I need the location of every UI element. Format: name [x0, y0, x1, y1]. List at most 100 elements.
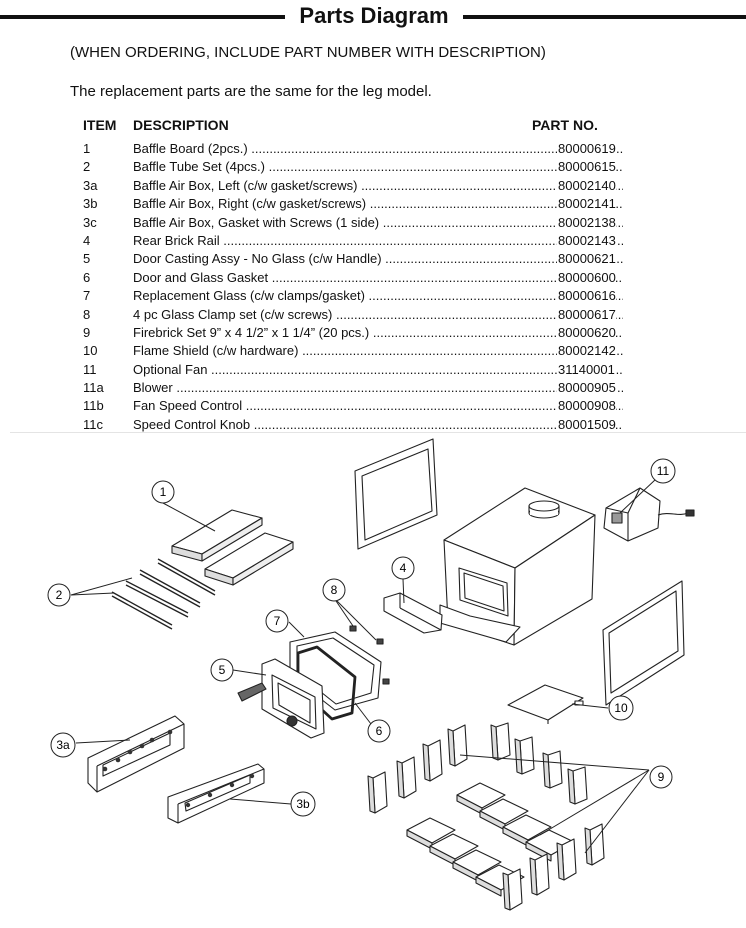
item-description: Baffle Air Box, Right (c/w gasket/screws… [133, 195, 623, 213]
part-number: 80002141 [557, 195, 616, 214]
part-number: 31140001 [557, 360, 615, 379]
part-number: 80002140 [557, 176, 616, 195]
item-number: 3a [83, 177, 98, 193]
callout-3a: 3a [50, 732, 76, 758]
svg-text:5: 5 [219, 663, 226, 677]
firebrick [556, 838, 577, 881]
firebrick-set [367, 722, 605, 911]
item-description: Baffle Tube Set (4pcs.) [133, 158, 623, 176]
item-description: Baffle Air Box, Gasket with Screws (1 si… [133, 214, 623, 232]
callout-11: 11 [650, 458, 676, 484]
part-number: 80000905 [557, 379, 616, 398]
part-number: 80000615 [557, 158, 616, 177]
callout-3b: 3b [290, 791, 316, 817]
item-description: Baffle Air Box, Left (c/w gasket/screws) [133, 177, 623, 195]
section-divider [10, 432, 746, 433]
firebrick [490, 722, 511, 761]
callout-5: 5 [210, 658, 234, 682]
firebrick [529, 853, 550, 896]
leader-lines [70, 478, 657, 854]
svg-text:4: 4 [400, 561, 407, 575]
table-row: 84 pc Glass Clamp set (c/w screws)800006… [83, 305, 643, 324]
leg-model-note: The replacement parts are the same for t… [70, 83, 432, 100]
svg-text:8: 8 [331, 583, 338, 597]
item-description: Rear Brick Rail [133, 232, 623, 250]
firebrick [502, 814, 552, 847]
item-description: Baffle Board (2pcs.) [133, 140, 623, 158]
door-casting [237, 658, 325, 739]
optional-fan [603, 487, 695, 542]
firebrick [584, 823, 605, 866]
firebrick [567, 766, 588, 805]
callout-9: 9 [649, 765, 673, 789]
callout-7: 7 [265, 609, 289, 633]
firebrick [447, 724, 468, 767]
item-number: 11a [83, 380, 104, 396]
top-panel [354, 438, 438, 550]
svg-text:6: 6 [376, 724, 383, 738]
baffle-boards [171, 509, 294, 586]
header-description: DESCRIPTION [133, 117, 229, 133]
part-number: 80000621 [557, 250, 616, 269]
firebrick [422, 739, 443, 782]
table-row: 11a Blower80000905 [83, 379, 643, 398]
item-number: 11c [83, 416, 103, 432]
title-rule-left [0, 15, 285, 19]
firebrick [396, 756, 417, 799]
item-number: 7 [83, 288, 91, 304]
item-description: Replacement Glass (c/w clamps/gasket) [133, 287, 623, 305]
callout-6: 6 [367, 719, 391, 743]
svg-text:10: 10 [614, 701, 628, 715]
item-number: 11b [83, 398, 104, 414]
svg-text:1: 1 [160, 485, 167, 499]
svg-text:9: 9 [658, 770, 665, 784]
table-row: 7 Replacement Glass (c/w clamps/gasket)80… [83, 287, 643, 306]
firebrick [514, 736, 535, 775]
side-panel [602, 580, 685, 706]
ordering-note: (WHEN ORDERING, INCLUDE PART NUMBER WITH… [70, 44, 546, 61]
firebrick [542, 750, 563, 789]
item-number: 11 [83, 361, 97, 377]
item-description: Flame Shield (c/w hardware) [133, 342, 623, 360]
svg-text:3b: 3b [296, 797, 310, 811]
part-number: 80000616 [557, 287, 616, 306]
exploded-parts-diagram: 1 2 3a 3b 4 5 6 7 8 9 10 11 [47, 438, 695, 911]
svg-text:7: 7 [274, 614, 281, 628]
item-description: Blower [133, 379, 623, 397]
firebrick [452, 849, 502, 882]
svg-text:3a: 3a [56, 738, 70, 752]
firebrick [502, 868, 523, 911]
baffle-air-box-right [167, 763, 265, 824]
callout-8: 8 [322, 578, 346, 602]
svg-text:11: 11 [657, 464, 670, 478]
item-number: 4 [83, 232, 91, 248]
firebrick [367, 771, 388, 814]
callout-1: 1 [151, 480, 175, 504]
header-item: ITEM [83, 117, 117, 133]
callout-10: 10 [608, 695, 634, 721]
callout-4: 4 [391, 556, 415, 580]
part-number: 80000617 [557, 305, 616, 324]
table-row: 3a Baffle Air Box, Left (c/w gasket/screw… [83, 176, 643, 195]
table-row: 4 Rear Brick Rail80002143 [83, 231, 643, 250]
part-number: 80001509 [557, 415, 616, 434]
rear-brick-rail [383, 592, 443, 634]
item-number: 6 [83, 269, 91, 285]
item-description: Door and Glass Gasket [133, 269, 623, 287]
part-number: 80002142 [557, 342, 616, 361]
part-number: 80002143 [557, 231, 616, 250]
item-description: Firebrick Set 9” x 4 1/2” x 1 1/4” (20 p… [133, 324, 623, 342]
baffle-tubes [111, 558, 216, 630]
title-row: Parts Diagram [0, 3, 746, 30]
part-number: 80000619 [557, 140, 616, 158]
